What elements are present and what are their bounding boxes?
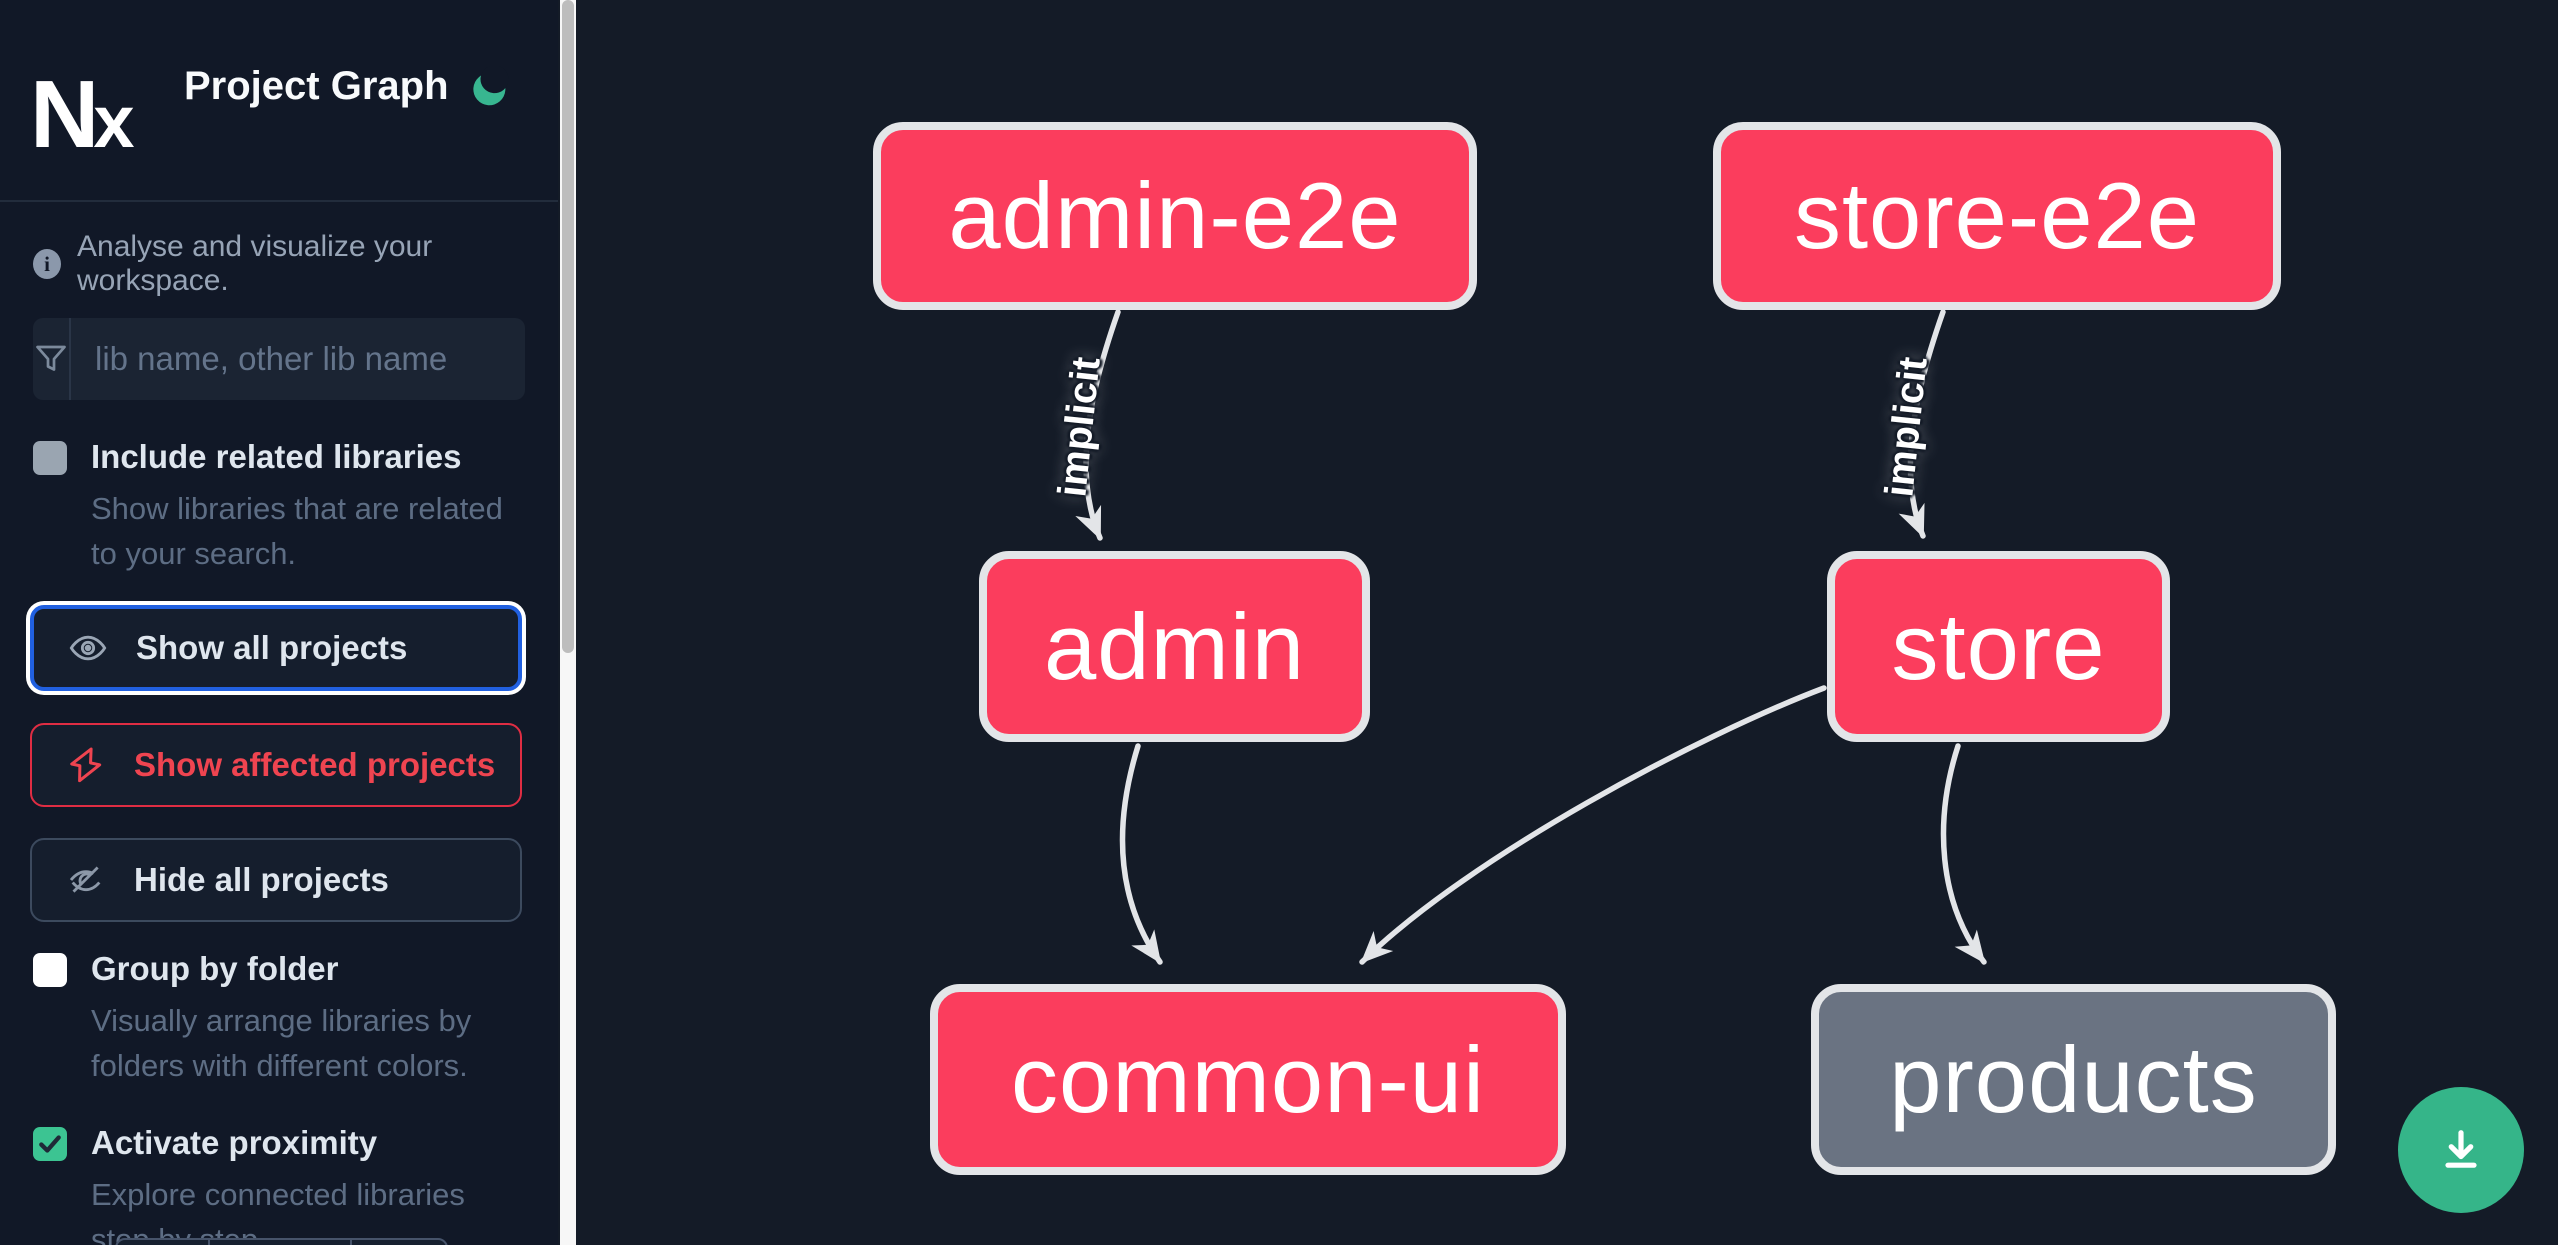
show-affected-projects-label: Show affected projects [134, 746, 496, 783]
node-label: admin-e2e [948, 163, 1402, 268]
node-label: admin [1043, 593, 1306, 699]
check-icon [39, 1135, 61, 1153]
toggle-activate-proximity: Activate proximity Explore connected lib… [33, 1124, 531, 1245]
header-divider [0, 200, 558, 202]
show-all-projects-label: Show all projects [136, 629, 408, 666]
toggle-label[interactable]: Activate proximity [91, 1124, 378, 1161]
node-products[interactable]: products [1811, 984, 2336, 1175]
group-by-folder-checkbox[interactable] [33, 953, 67, 987]
toggle-group-by-folder: Group by folder Visually arrange librari… [33, 950, 501, 1088]
stepper-value [210, 1238, 350, 1245]
show-all-projects-button[interactable]: Show all projects [30, 605, 522, 691]
node-label: common-ui [1011, 1026, 1485, 1132]
sidebar-header: Nx Project Graph [0, 0, 558, 200]
stepper-increment-button[interactable] [350, 1238, 448, 1245]
node-store-e2e[interactable]: store-e2e [1713, 122, 2281, 310]
toggle-description: Visually arrange libraries by folders wi… [91, 1003, 472, 1083]
node-admin[interactable]: admin [979, 551, 1370, 742]
toggle-description: Show libraries that are related to your … [91, 491, 503, 571]
filter-funnel-icon [33, 318, 71, 400]
download-graph-button[interactable] [2398, 1087, 2524, 1213]
hide-all-projects-label: Hide all projects [134, 861, 389, 898]
info-icon: i [33, 249, 61, 279]
stepper-decrement-button[interactable] [115, 1238, 210, 1245]
search-box [33, 318, 544, 400]
moon-icon [473, 65, 509, 106]
node-label: products [1889, 1026, 2258, 1132]
nx-logo: Nx [30, 61, 135, 168]
toggle-label[interactable]: Group by folder [91, 950, 339, 987]
page-title: Project Graph [184, 64, 449, 108]
show-affected-projects-button[interactable]: Show affected projects [30, 723, 522, 807]
eye-icon [69, 635, 107, 661]
tagline-text: Analyse and visualize your workspace. [77, 230, 433, 297]
hide-all-projects-button[interactable]: Hide all projects [30, 838, 522, 922]
tagline-row: i Analyse and visualize your workspace. [33, 230, 558, 298]
sidebar-scrollbar-thumb[interactable] [562, 0, 574, 653]
bolt-icon [70, 747, 102, 783]
proximity-depth-stepper [115, 1238, 448, 1245]
activate-proximity-checkbox[interactable] [33, 1127, 67, 1161]
node-store[interactable]: store [1827, 551, 2170, 742]
download-icon [2445, 1130, 2477, 1168]
toggle-description: Explore connected libraries step by step… [91, 1177, 465, 1245]
dark-mode-toggle[interactable] [468, 65, 512, 110]
search-input[interactable] [71, 318, 544, 400]
include-related-checkbox[interactable] [33, 441, 67, 475]
node-common-ui[interactable]: common-ui [930, 984, 1566, 1175]
eye-off-icon [69, 866, 101, 893]
nx-logo-text: N [30, 61, 99, 168]
toggle-include-related: Include related libraries Show libraries… [33, 438, 511, 576]
sidebar: Nx Project Graph i Analyse and visualize… [0, 0, 558, 1245]
node-admin-e2e[interactable]: admin-e2e [873, 122, 1477, 310]
node-label: store [1891, 593, 2106, 699]
toggle-label[interactable]: Include related libraries [91, 438, 462, 475]
node-label: store-e2e [1793, 163, 2201, 268]
